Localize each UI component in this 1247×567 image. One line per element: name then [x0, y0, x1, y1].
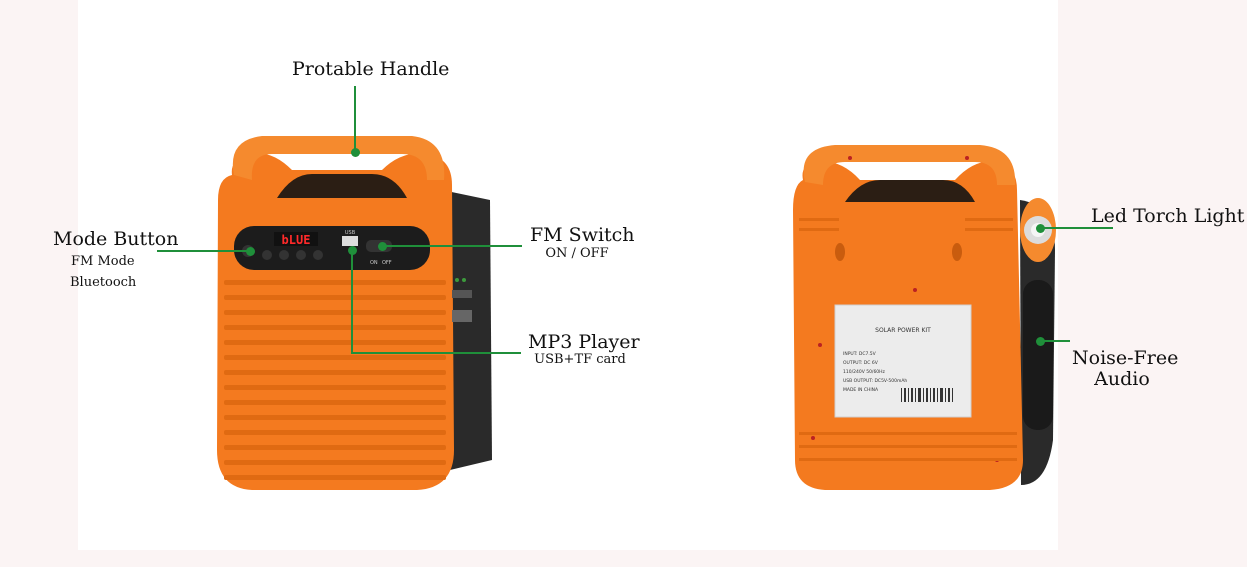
- label-output: OUTPUT: DC 6V: [843, 360, 879, 366]
- label-ac: 110/240V 50/60Hz: [843, 369, 886, 375]
- noise-callout-dot: [1035, 336, 1045, 346]
- label-usb: USB OUTPUT: DC5V-500mAh: [843, 378, 907, 384]
- mode-bluetooth-label: Bluetooch: [70, 275, 137, 290]
- led-display: bLUE: [282, 233, 311, 247]
- handle-callout-dot: [350, 147, 360, 157]
- on-label: ON: [370, 260, 378, 266]
- noise-line2: Audio: [1094, 368, 1150, 390]
- mp3-callout-line-v: [351, 250, 353, 353]
- label-heading: SOLAR POWER KIT: [875, 327, 931, 334]
- back-speaker-image: SOLAR POWER KIT INPUT: DC7.5V OUTPUT: DC…: [793, 145, 1056, 490]
- mp3-callout-line-h: [351, 352, 521, 354]
- off-label: OFF: [382, 260, 392, 266]
- front-speaker-image: bLUE USB ON OFF: [217, 136, 492, 491]
- mp3-title: MP3 Player: [528, 331, 640, 353]
- mp3-callout-dot: [347, 245, 357, 255]
- mode-callout-line: [157, 250, 250, 252]
- mode-fm-label: FM Mode: [71, 254, 135, 269]
- mode-title: Mode Button: [53, 228, 179, 250]
- mp3-sub: USB+TF card: [534, 352, 626, 367]
- handle-callout-line: [354, 86, 356, 152]
- label-made: MADE IN CHINA: [843, 387, 879, 393]
- mode-callout-dot: [245, 246, 255, 256]
- fm-sub: ON / OFF: [545, 246, 609, 261]
- label-input: INPUT: DC7.5V: [843, 351, 877, 357]
- fm-callout-line: [382, 245, 522, 247]
- noise-line1: Noise-Free: [1072, 347, 1179, 369]
- fm-callout-dot: [377, 241, 387, 251]
- torch-callout-line: [1040, 227, 1113, 229]
- usb-port-label: USB: [345, 230, 356, 236]
- handle-title: Protable Handle: [292, 58, 450, 80]
- fm-title: FM Switch: [530, 224, 635, 246]
- torch-title: Led Torch Light: [1091, 205, 1245, 227]
- barcode-icon: [901, 388, 953, 402]
- torch-callout-dot: [1035, 223, 1045, 233]
- noise-callout-line: [1040, 340, 1070, 342]
